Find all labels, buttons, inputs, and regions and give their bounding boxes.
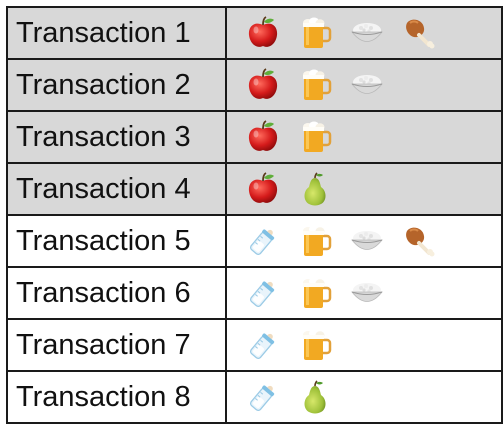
transaction-label: Transaction 2 [6, 58, 227, 112]
transaction-items [224, 110, 503, 164]
beer-icon [297, 275, 333, 311]
rice-bowl-icon [349, 223, 385, 259]
transactions-table: Transaction 1 Transaction 2 Transaction … [6, 6, 503, 424]
transaction-items [224, 6, 503, 60]
table-row: Transaction 3 [6, 110, 503, 164]
table-row: Transaction 8 [6, 370, 503, 424]
table-row: Transaction 6 [6, 266, 503, 320]
apple-icon [245, 119, 281, 155]
transactions-table-body: Transaction 1 Transaction 2 Transaction … [6, 6, 503, 424]
transaction-label: Transaction 6 [6, 266, 227, 320]
transaction-items [224, 370, 503, 424]
drumstick-icon [401, 15, 437, 51]
transaction-label: Transaction 1 [6, 6, 227, 60]
beer-icon [297, 15, 333, 51]
baby-bottle-icon [245, 275, 281, 311]
table-row: Transaction 7 [6, 318, 503, 372]
table-row: Transaction 2 [6, 58, 503, 112]
transaction-items [224, 318, 503, 372]
table-row: Transaction 1 [6, 6, 503, 60]
pear-icon [297, 171, 333, 207]
transaction-label: Transaction 4 [6, 162, 227, 216]
beer-icon [297, 119, 333, 155]
transaction-items [224, 266, 503, 320]
beer-icon [297, 327, 333, 363]
transaction-items [224, 214, 503, 268]
apple-icon [245, 67, 281, 103]
baby-bottle-icon [245, 327, 281, 363]
beer-icon [297, 223, 333, 259]
transaction-items [224, 162, 503, 216]
transaction-label: Transaction 3 [6, 110, 227, 164]
rice-bowl-icon [349, 67, 385, 103]
apple-icon [245, 15, 281, 51]
beer-icon [297, 67, 333, 103]
transaction-label: Transaction 7 [6, 318, 227, 372]
transaction-items [224, 58, 503, 112]
rice-bowl-icon [349, 15, 385, 51]
rice-bowl-icon [349, 275, 385, 311]
table-row: Transaction 4 [6, 162, 503, 216]
apple-icon [245, 171, 281, 207]
pear-icon [297, 379, 333, 415]
drumstick-icon [401, 223, 437, 259]
baby-bottle-icon [245, 379, 281, 415]
baby-bottle-icon [245, 223, 281, 259]
transaction-label: Transaction 8 [6, 370, 227, 424]
transaction-label: Transaction 5 [6, 214, 227, 268]
table-row: Transaction 5 [6, 214, 503, 268]
